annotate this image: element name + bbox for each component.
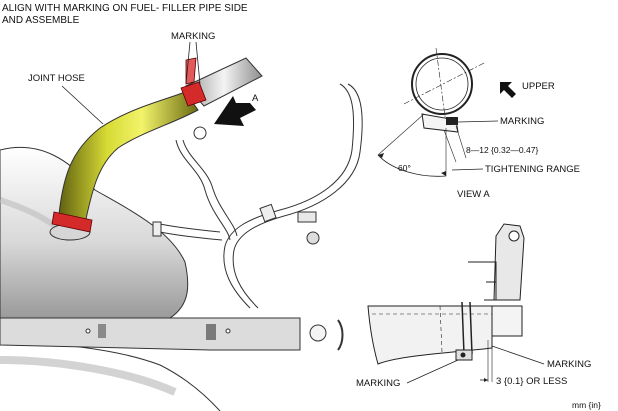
marking-right-label: MARKING	[547, 359, 591, 370]
upper-clamp	[180, 81, 207, 107]
upper-arrow-icon	[500, 82, 516, 98]
upper-label: UPPER	[522, 81, 555, 92]
joint-hose-label: JOINT HOSE	[28, 73, 85, 84]
instruction-line-1: ALIGN WITH MARKING ON FUEL- FILLER PIPE …	[2, 3, 248, 14]
marking-top-leader	[185, 41, 191, 85]
tightening-range-label: TIGHTENING RANGE	[485, 164, 580, 175]
nut-part	[306, 231, 320, 245]
view-arrow-label: A	[252, 93, 259, 104]
mounting-bracket	[0, 317, 344, 351]
view-a-arrow: A	[214, 93, 259, 126]
angle-label: 60°	[398, 163, 411, 173]
joint-hose-leader	[61, 85, 104, 125]
units-label: mm {in}	[572, 400, 601, 410]
tolerance-label: 3 {0.1} OR LESS	[496, 376, 567, 387]
joint-hose	[51, 57, 207, 233]
breather-pipes	[152, 83, 363, 309]
marking-top-label: MARKING	[171, 31, 215, 42]
marking-left-label: MARKING	[356, 378, 400, 389]
marking-view-label: MARKING	[500, 116, 544, 127]
clamp-detail	[367, 223, 525, 382]
fuel-filler-pipe	[175, 57, 263, 241]
lower-clamp	[51, 211, 93, 233]
instruction-line-2: AND ASSEMBLE	[2, 15, 80, 26]
view-a-detail	[377, 47, 516, 177]
fuel-tank	[0, 146, 221, 411]
bracket-part	[297, 211, 317, 223]
tightening-value: 8—12 {0.32—0.47}	[466, 145, 538, 155]
view-a-title: VIEW A	[457, 189, 490, 200]
